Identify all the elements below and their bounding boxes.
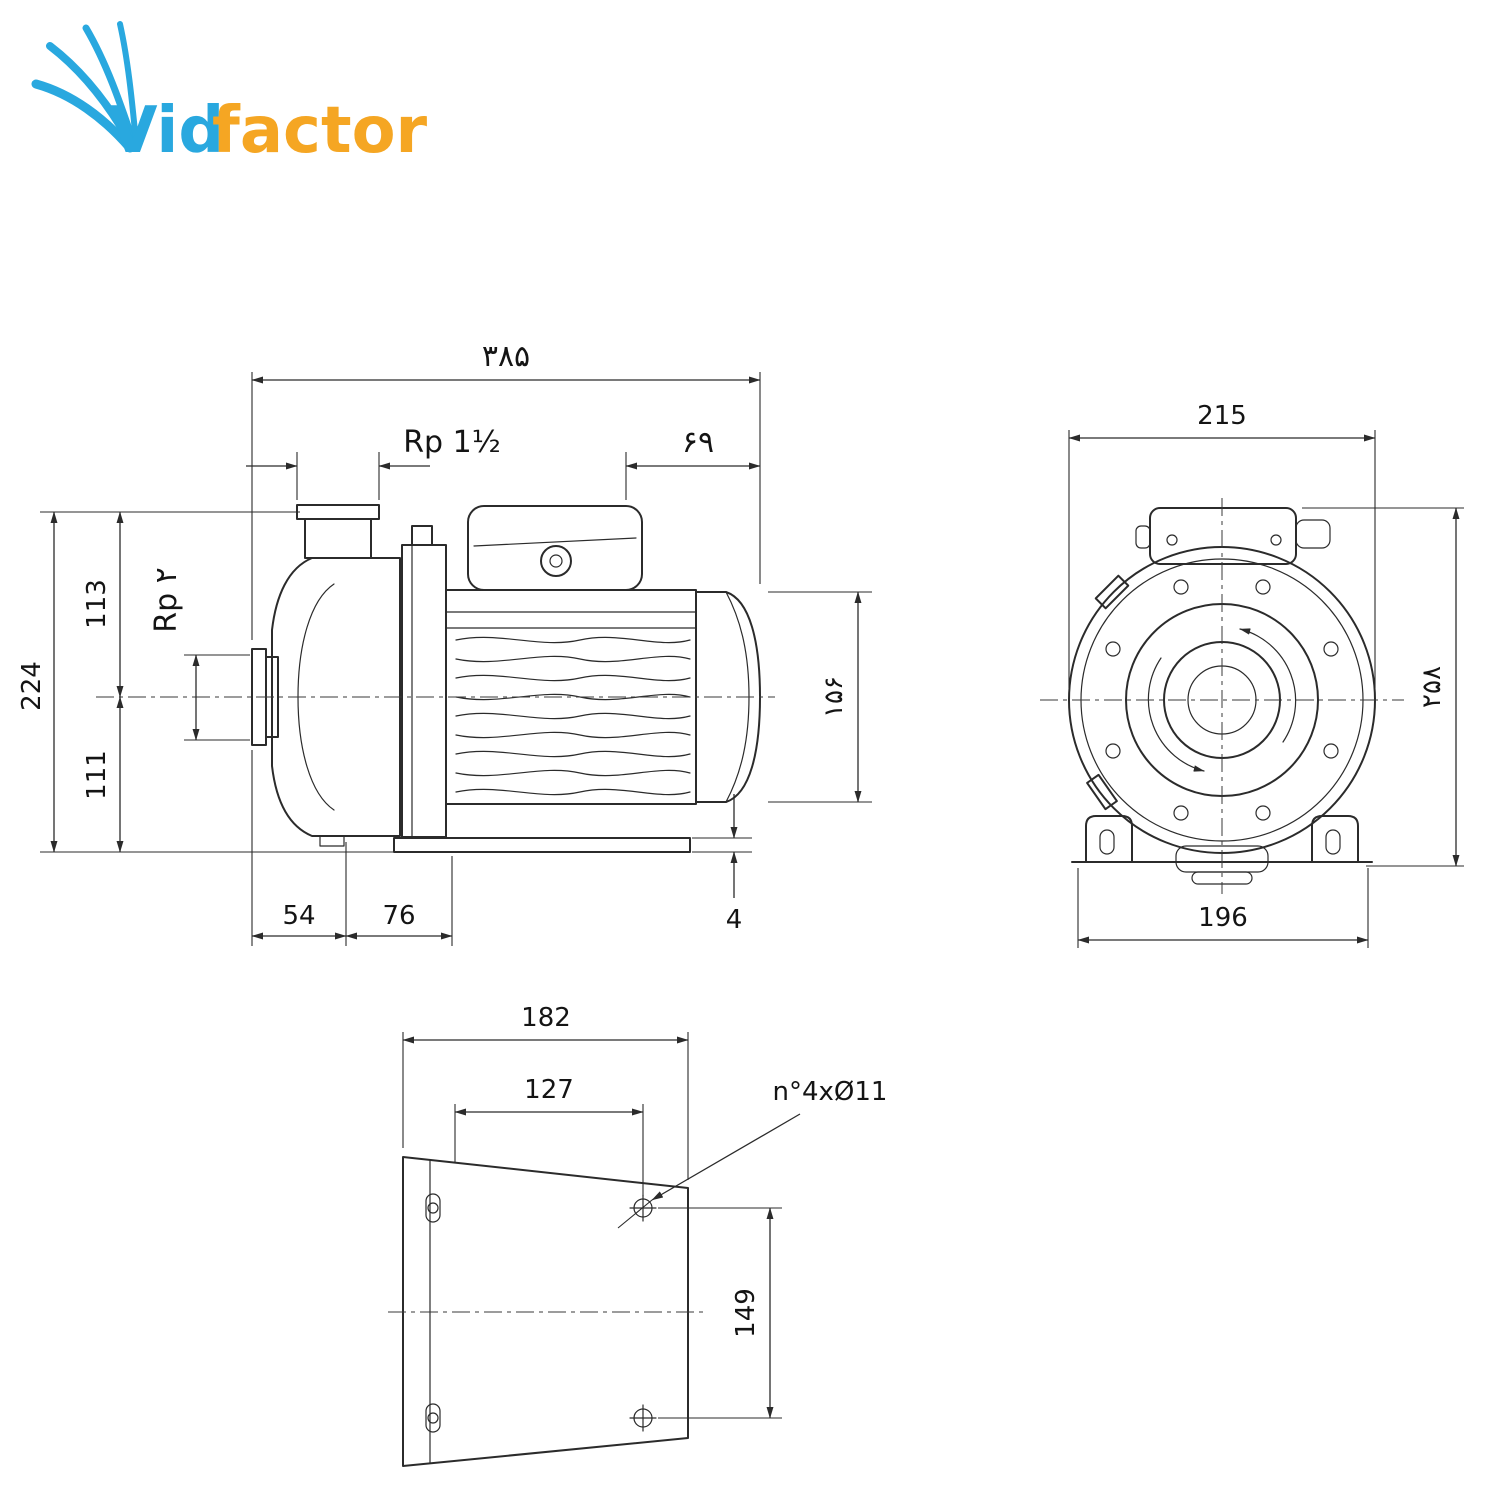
dim-total-height: 224 bbox=[17, 661, 47, 711]
dim-foot-offset-a: 54 bbox=[282, 901, 315, 931]
bottom-view-dimensions: 182 127 n°4xØ11 149 bbox=[402, 1003, 888, 1419]
dim-base-width: 196 bbox=[1198, 903, 1248, 933]
dim-discharge-port: Rp 1½ bbox=[403, 425, 501, 460]
bird-feather-icon bbox=[31, 21, 139, 153]
dim-suction-port: Rp ۲ bbox=[149, 567, 184, 633]
dim-hole-spacing-y: 149 bbox=[731, 1288, 761, 1338]
dim-height-below-axis: 111 bbox=[82, 750, 112, 800]
dim-hole-spacing-x: 127 bbox=[524, 1075, 574, 1105]
front-view-dimensions: 215 ۲۵۸ 196 bbox=[1068, 401, 1464, 948]
vidfactor-logo: Vid factor bbox=[31, 21, 428, 168]
logo-text-vid: Vid bbox=[108, 94, 224, 168]
dim-foot-thickness: 4 bbox=[726, 905, 743, 935]
side-view-dimensions: ۳۸۵ Rp 1½ ۶۹ 224 113 111 Rp ۲ bbox=[17, 339, 872, 946]
dim-front-height: ۲۵۸ bbox=[1417, 666, 1447, 708]
dim-total-length: ۳۸۵ bbox=[482, 339, 530, 374]
dim-height-above-axis: 113 bbox=[82, 579, 112, 629]
side-view: ۳۸۵ Rp 1½ ۶۹ 224 113 111 Rp ۲ bbox=[17, 339, 872, 946]
dim-terminal-offset: ۶۹ bbox=[682, 425, 714, 460]
dim-plate-width: 182 bbox=[521, 1003, 571, 1033]
dim-holes-note: n°4xØ11 bbox=[773, 1077, 888, 1107]
dim-motor-diameter: ۱۵۶ bbox=[819, 676, 849, 718]
dim-foot-offset-b: 76 bbox=[382, 901, 415, 931]
bottom-view: 182 127 n°4xØ11 149 bbox=[388, 1003, 888, 1467]
side-view-pump-outline bbox=[251, 504, 761, 853]
dim-front-width: 215 bbox=[1197, 401, 1247, 431]
front-view: 215 ۲۵۸ 196 bbox=[1040, 401, 1464, 948]
bottom-view-plate-outline bbox=[402, 1156, 689, 1467]
logo-text-factor: factor bbox=[212, 94, 428, 168]
